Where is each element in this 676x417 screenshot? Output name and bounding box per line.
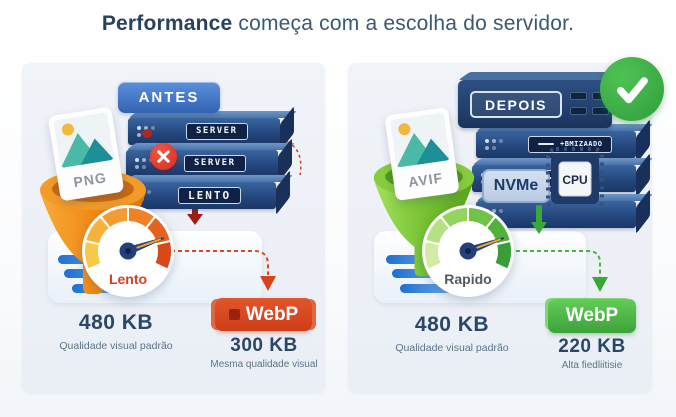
gauge-label: Rapido [444,271,491,287]
page-title-lead: Performance [101,12,233,35]
dashed-arrow-icon [150,250,276,291]
original-size: 480 KB [414,313,490,336]
webp-logo-icon [228,309,240,320]
converted-caption: Mesma qualidade visual [210,359,318,370]
server-label: SERVER [184,155,246,172]
png-file-card: PNG [47,106,125,202]
converted-size: 300 KB [230,335,298,356]
gauge-label: Lento [109,271,147,287]
vent-slot-icon [570,107,587,115]
server-label: SERVER [186,123,248,140]
before-panel: ANTES SERVER SERVER LENTO [22,63,325,393]
cpu-chip-icon: CPU [546,147,604,211]
after-badge: DEPOIS [470,91,562,118]
nvme-badge: NVMe [482,169,550,203]
depois-server-top: DEPOIS [458,80,612,128]
vent-slot-icon [570,92,587,100]
server-row: +BMIZAADO [476,131,636,158]
webp-label: WebP [245,303,299,325]
original-caption: Qualidade visual padrão [59,340,173,352]
avif-file-card: AVIF [384,106,460,202]
cpu-label: CPU [562,173,587,187]
dash-icon [538,143,554,145]
slow-speedometer-icon: Lento [82,205,174,297]
server-label: LENTO [178,187,242,204]
server-row: SERVER [126,150,278,177]
dashed-arrow-icon [516,250,608,292]
x-icon [150,143,177,170]
fast-speedometer-icon: Rapido [422,205,514,297]
file-format-label: PNG [72,169,108,191]
original-caption: Qualidade visual padrão [395,342,509,354]
server-led-icon [485,139,489,143]
server-led-icon [137,126,141,130]
down-arrow-icon [531,205,547,234]
server-led-icon [135,158,139,162]
speed-line-icon [400,284,464,293]
original-size: 480 KB [78,311,154,334]
webp-badge: WebP [215,298,312,331]
server-row: LENTO [124,182,276,209]
converted-caption: Alta fiedliitisie [561,360,623,371]
server-label: +BMIZAADO [528,136,613,153]
webp-badge: WebP [548,299,636,333]
page-title-rest: começa com a escolha do servidor. [238,12,575,35]
file-format-label: AVIF [407,169,444,191]
image-thumbnail-icon [53,112,115,169]
webp-label: WebP [565,305,619,326]
image-thumbnail-icon [389,112,451,168]
after-panel: DEPOIS +BMIZAADO [348,57,664,393]
check-icon [600,57,664,121]
server-row: SERVER [128,118,280,145]
converted-size: 220 KB [558,336,626,357]
before-badge: ANTES [118,82,220,113]
